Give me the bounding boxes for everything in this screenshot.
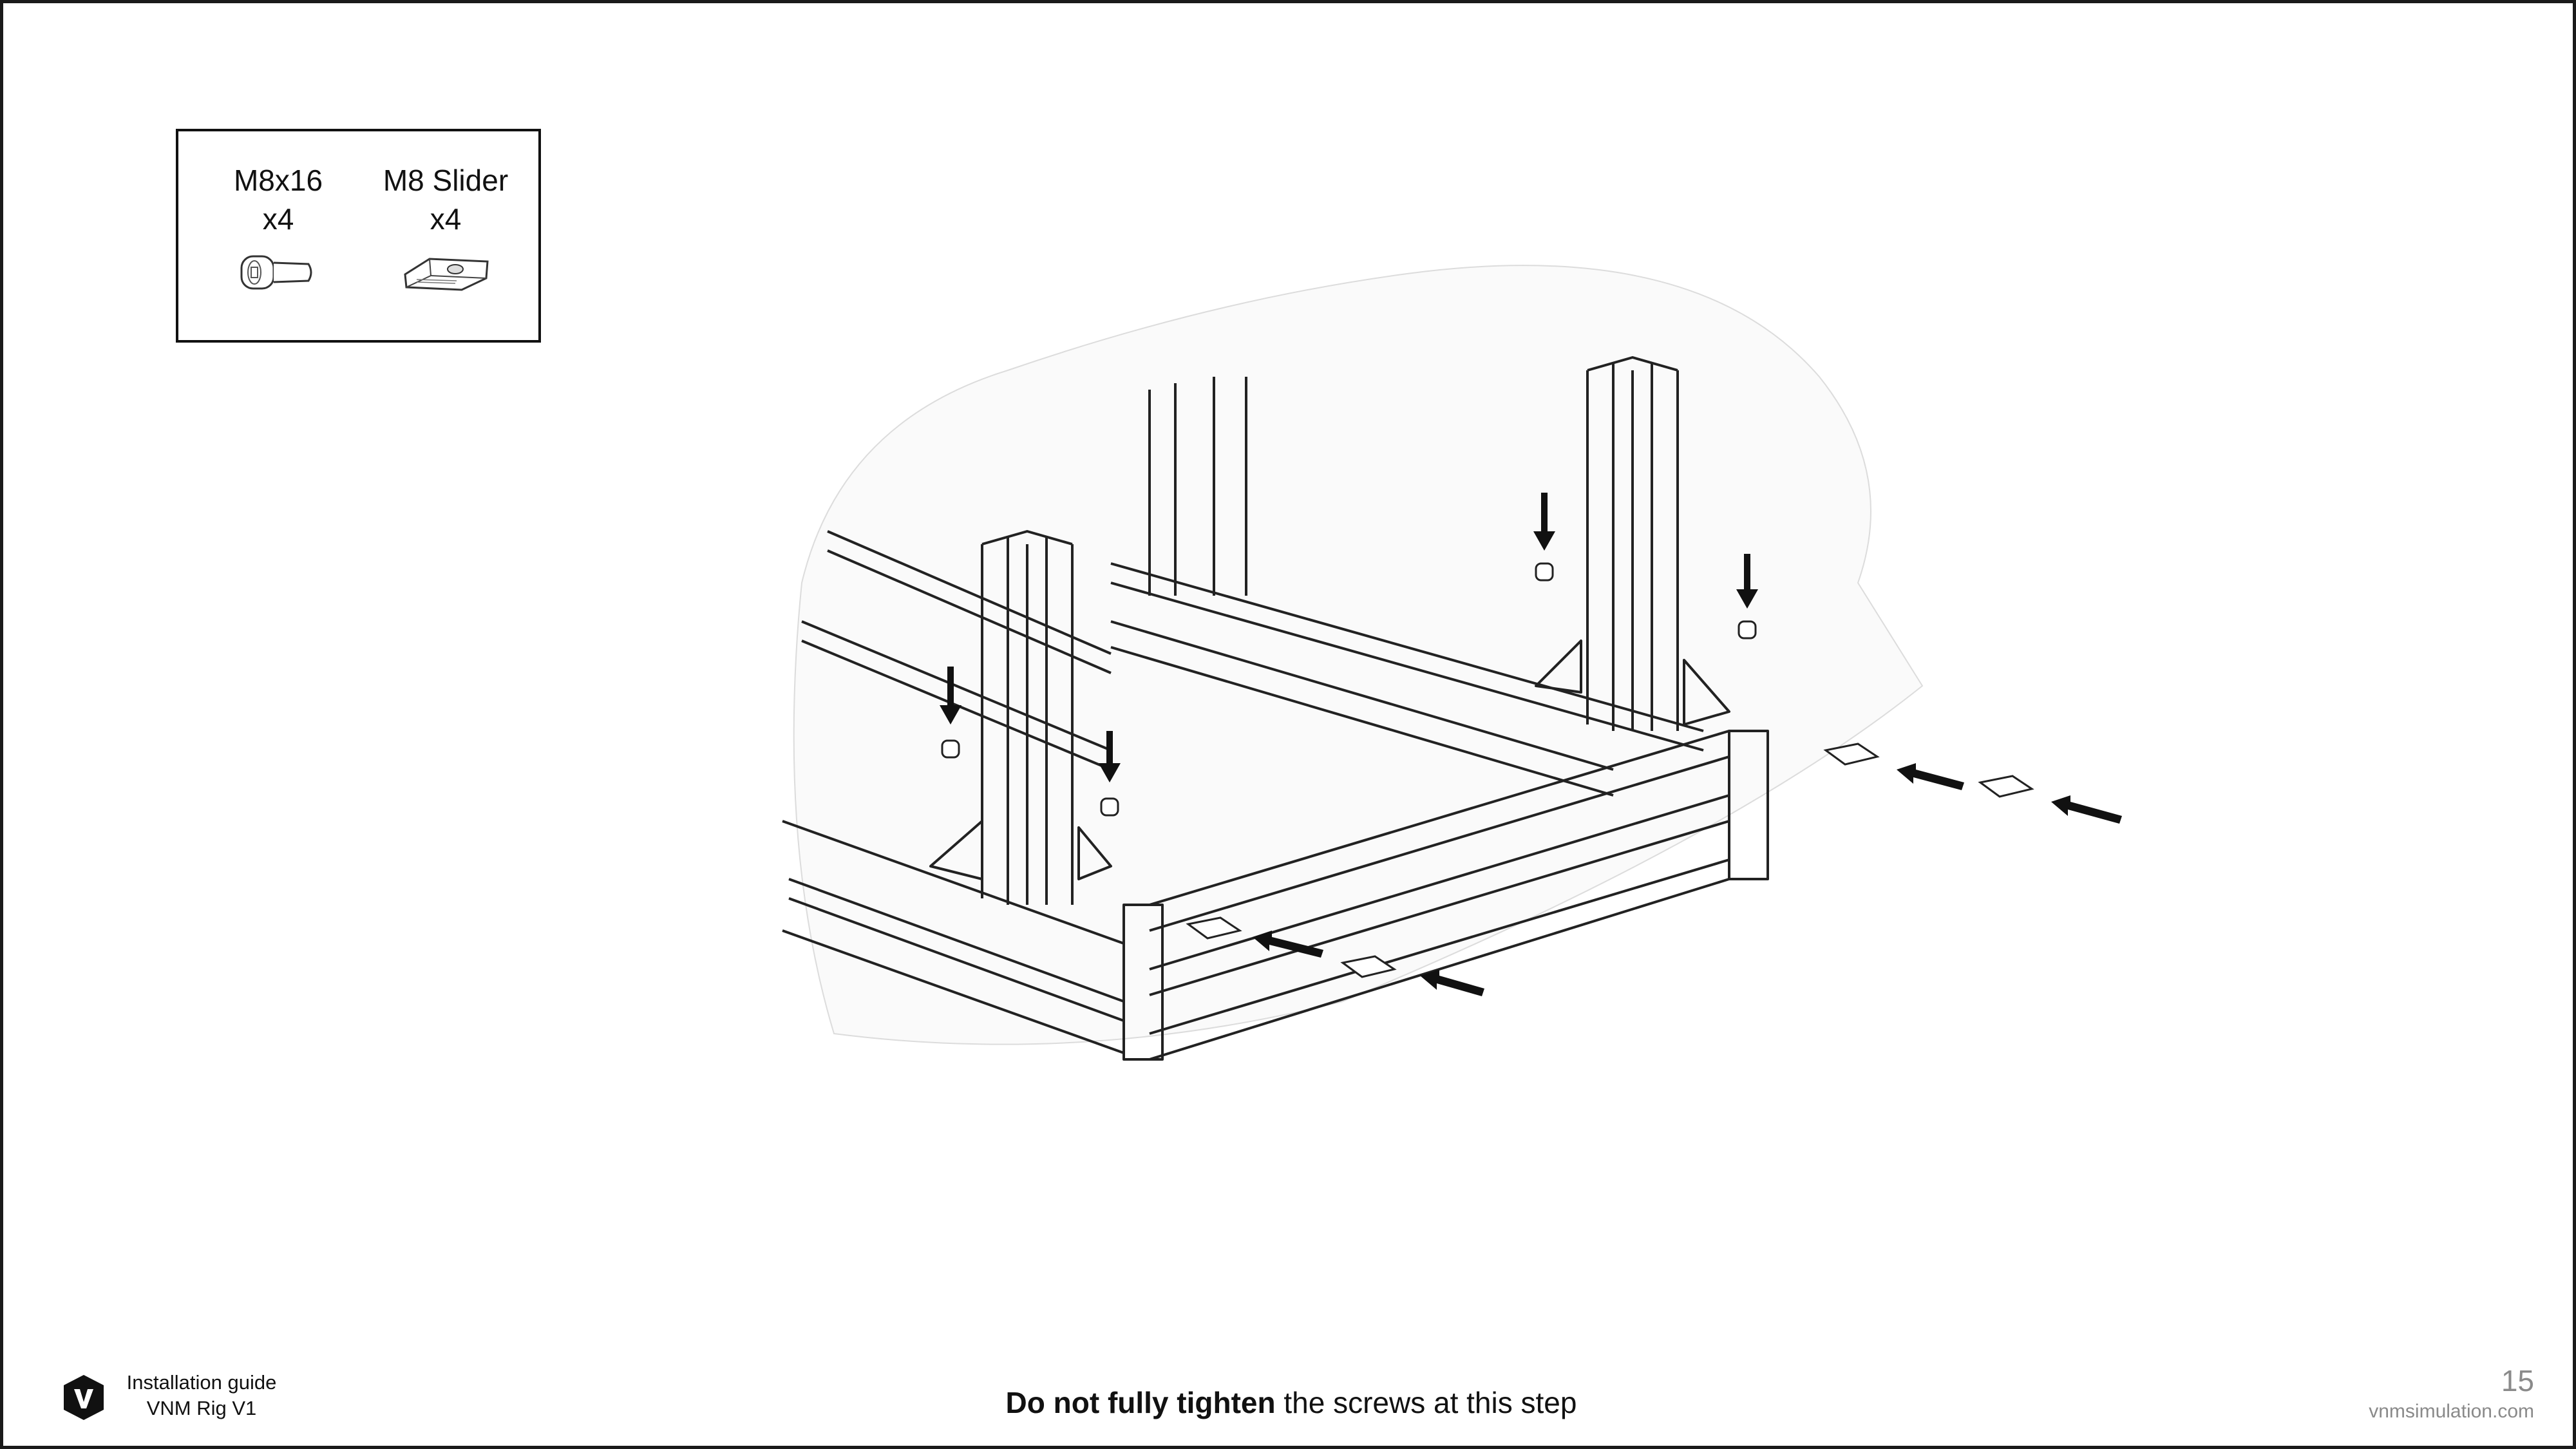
guide-title: Installation guide VNM Rig V1 (111, 1370, 292, 1421)
part-name: M8 Slider (383, 164, 509, 197)
guide-title-line1: Installation guide (126, 1371, 277, 1394)
step-note-rest: the screws at this step (1275, 1386, 1577, 1419)
website-link[interactable]: vnmsimulation.com (2369, 1401, 2534, 1422)
page-number: 15 (2501, 1364, 2534, 1397)
step-note-bold: Do not fully tighten (1005, 1386, 1276, 1419)
vnm-logo-icon (64, 1375, 104, 1420)
part-quantity: x4 (262, 202, 294, 236)
part-item-screw: M8x16 x4 (198, 161, 359, 295)
aluminium-frame-assembly-illustration (782, 265, 2122, 1061)
slider-nut-icon (404, 258, 489, 291)
step-note: Do not fully tighten the screws at this … (776, 1385, 1806, 1420)
part-name: M8x16 (233, 164, 323, 197)
parts-list-box: M8x16 x4 M8 Slider x4 (176, 129, 541, 343)
part-item-slider: M8 Slider x4 (365, 161, 526, 295)
part-quantity: x4 (430, 202, 462, 236)
guide-title-line2: VNM Rig V1 (146, 1397, 257, 1419)
screw-icon (240, 255, 312, 290)
